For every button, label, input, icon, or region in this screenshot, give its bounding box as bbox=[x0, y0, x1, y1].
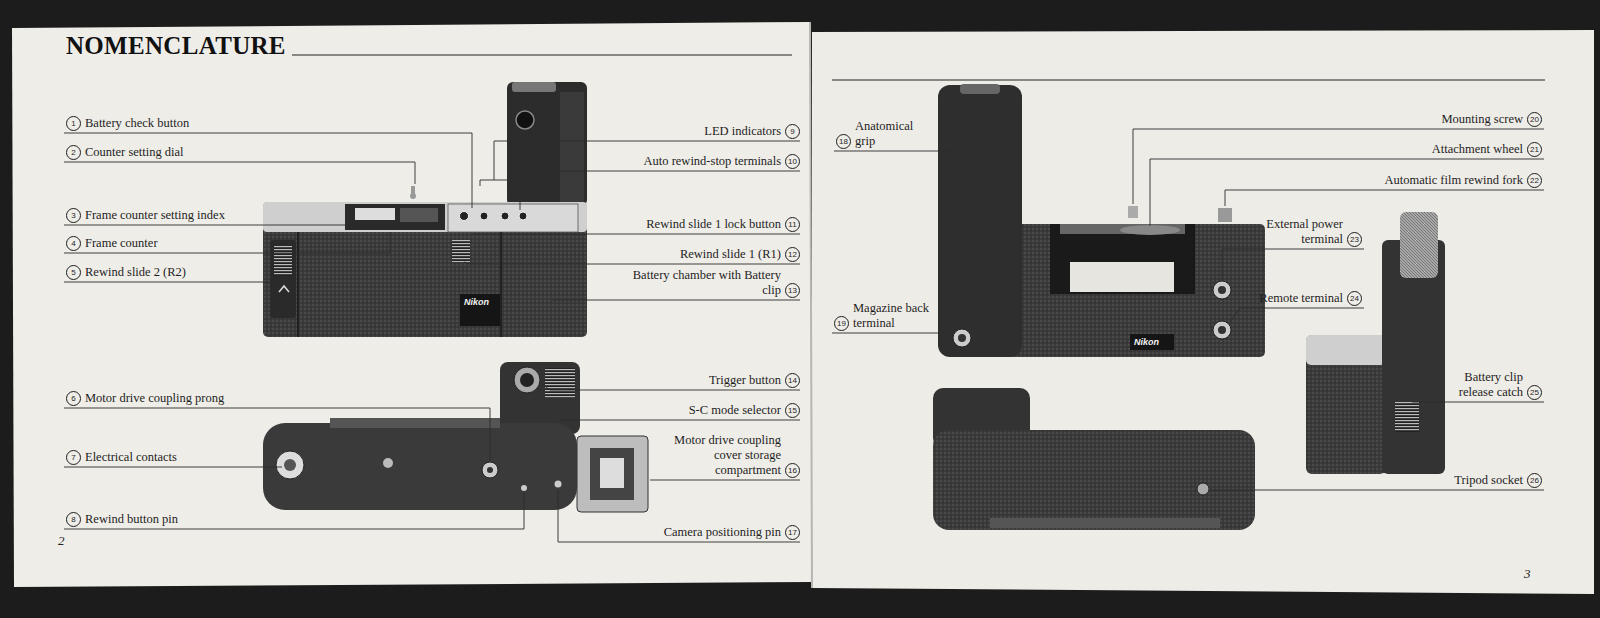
leader-line bbox=[464, 262, 800, 264]
callout-number: 5 bbox=[66, 265, 81, 280]
part-name: Rewind slide 1 (R1) bbox=[680, 247, 781, 262]
callout-number: 7 bbox=[66, 450, 81, 465]
part-name: Camera positioning pin bbox=[664, 525, 781, 540]
callout-number: 8 bbox=[66, 512, 81, 527]
brand-logo: Nikon bbox=[1134, 337, 1159, 348]
callout-number: 4 bbox=[66, 236, 81, 251]
leader-line bbox=[552, 300, 800, 301]
callout-number: 10 bbox=[785, 154, 800, 169]
page-title: NOMENCLATURE bbox=[66, 32, 286, 60]
part-name: Battery clip release catch bbox=[1445, 370, 1523, 400]
left-page bbox=[12, 22, 812, 587]
part-name: Electrical contacts bbox=[85, 450, 177, 465]
part-name: Trigger button bbox=[709, 373, 781, 388]
part-name: Auto rewind-stop terminals bbox=[644, 154, 781, 169]
callout-number: 6 bbox=[66, 391, 81, 406]
callout-number: 15 bbox=[785, 403, 800, 418]
part-name: Motor drive coupling cover storage compa… bbox=[669, 433, 781, 478]
callout-number: 24 bbox=[1347, 291, 1362, 306]
leader-line bbox=[64, 493, 524, 529]
part-name: LED indicators bbox=[704, 124, 781, 139]
right-page bbox=[812, 30, 1594, 594]
callout-number: 22 bbox=[1527, 173, 1542, 188]
motor-drive-bottom bbox=[933, 388, 1255, 530]
motor-drive-top bbox=[263, 362, 648, 512]
callout-number: 12 bbox=[785, 247, 800, 262]
leader-line bbox=[520, 171, 800, 210]
leader-lines bbox=[64, 129, 1544, 542]
motor-drive-front bbox=[938, 84, 1265, 357]
part-name: Rewind slide 2 (R2) bbox=[85, 265, 186, 280]
leader-line bbox=[1230, 308, 1364, 322]
part-name: Rewind button pin bbox=[85, 512, 178, 527]
part-name: Magazine back terminal bbox=[853, 301, 957, 331]
callout-number: 14 bbox=[785, 373, 800, 388]
callout-number: 26 bbox=[1527, 473, 1542, 488]
part-name: Rewind slide 1 lock button bbox=[646, 217, 781, 232]
part-name: Attachment wheel bbox=[1432, 142, 1523, 157]
page-number: 3 bbox=[1524, 566, 1531, 581]
callout-number: 21 bbox=[1527, 142, 1542, 157]
leader-line bbox=[494, 141, 800, 180]
callout-number: 25 bbox=[1527, 385, 1542, 400]
leader-line bbox=[558, 490, 800, 542]
part-name: Motor drive coupling prong bbox=[85, 391, 224, 406]
leader-line bbox=[1211, 490, 1544, 491]
leader-line bbox=[64, 133, 472, 208]
part-name: External power terminal bbox=[1251, 217, 1343, 247]
part-name: S-C mode selector bbox=[689, 403, 781, 418]
leader-line bbox=[64, 232, 390, 253]
part-name: Automatic film rewind fork bbox=[1384, 173, 1523, 188]
leader-line bbox=[472, 234, 800, 235]
callout-number: 1 bbox=[66, 116, 81, 131]
page-number: 2 bbox=[58, 533, 65, 548]
leader-line bbox=[560, 420, 800, 421]
leader-line bbox=[480, 180, 508, 186]
leader-line bbox=[650, 480, 800, 481]
title-rule bbox=[292, 55, 792, 56]
leader-line bbox=[1150, 159, 1544, 226]
leader-line bbox=[1133, 129, 1544, 204]
part-name: Tripod socket bbox=[1454, 473, 1523, 488]
leader-line bbox=[1222, 249, 1364, 279]
leader-line bbox=[64, 225, 383, 226]
motor-drive-side bbox=[1306, 212, 1445, 474]
callout-number: 20 bbox=[1527, 112, 1542, 127]
part-name: Battery check button bbox=[85, 116, 189, 131]
part-name: Mounting screw bbox=[1441, 112, 1523, 127]
leader-line bbox=[834, 151, 950, 152]
callout-number: 11 bbox=[785, 217, 800, 232]
callout-number: 9 bbox=[785, 124, 800, 139]
page-gutter bbox=[810, 22, 812, 588]
motor-drive-back bbox=[263, 82, 587, 337]
part-name: Counter setting dial bbox=[85, 145, 184, 160]
callout-number: 23 bbox=[1347, 232, 1362, 247]
leader-line bbox=[1225, 190, 1544, 206]
leader-line bbox=[64, 467, 282, 468]
part-name: Anatomical grip bbox=[855, 119, 925, 149]
part-name: Battery chamber with Battery clip bbox=[631, 268, 781, 298]
title-rule bbox=[832, 80, 1545, 81]
part-name: Frame counter setting index bbox=[85, 208, 225, 223]
callout-number: 17 bbox=[785, 525, 800, 540]
leader-line bbox=[1412, 402, 1544, 403]
brand-logo: Nikon bbox=[464, 297, 489, 308]
leader-line bbox=[832, 333, 950, 334]
leader-line bbox=[64, 162, 415, 184]
part-name: Remote terminal bbox=[1259, 291, 1343, 306]
part-name: Frame counter bbox=[85, 236, 158, 251]
callout-number: 3 bbox=[66, 208, 81, 223]
callout-number: 18 bbox=[836, 134, 851, 149]
callout-number: 16 bbox=[785, 463, 800, 478]
callout-number: 2 bbox=[66, 145, 81, 160]
leader-line bbox=[64, 282, 294, 283]
callout-number: 13 bbox=[785, 283, 800, 298]
callout-number: 19 bbox=[834, 316, 849, 331]
